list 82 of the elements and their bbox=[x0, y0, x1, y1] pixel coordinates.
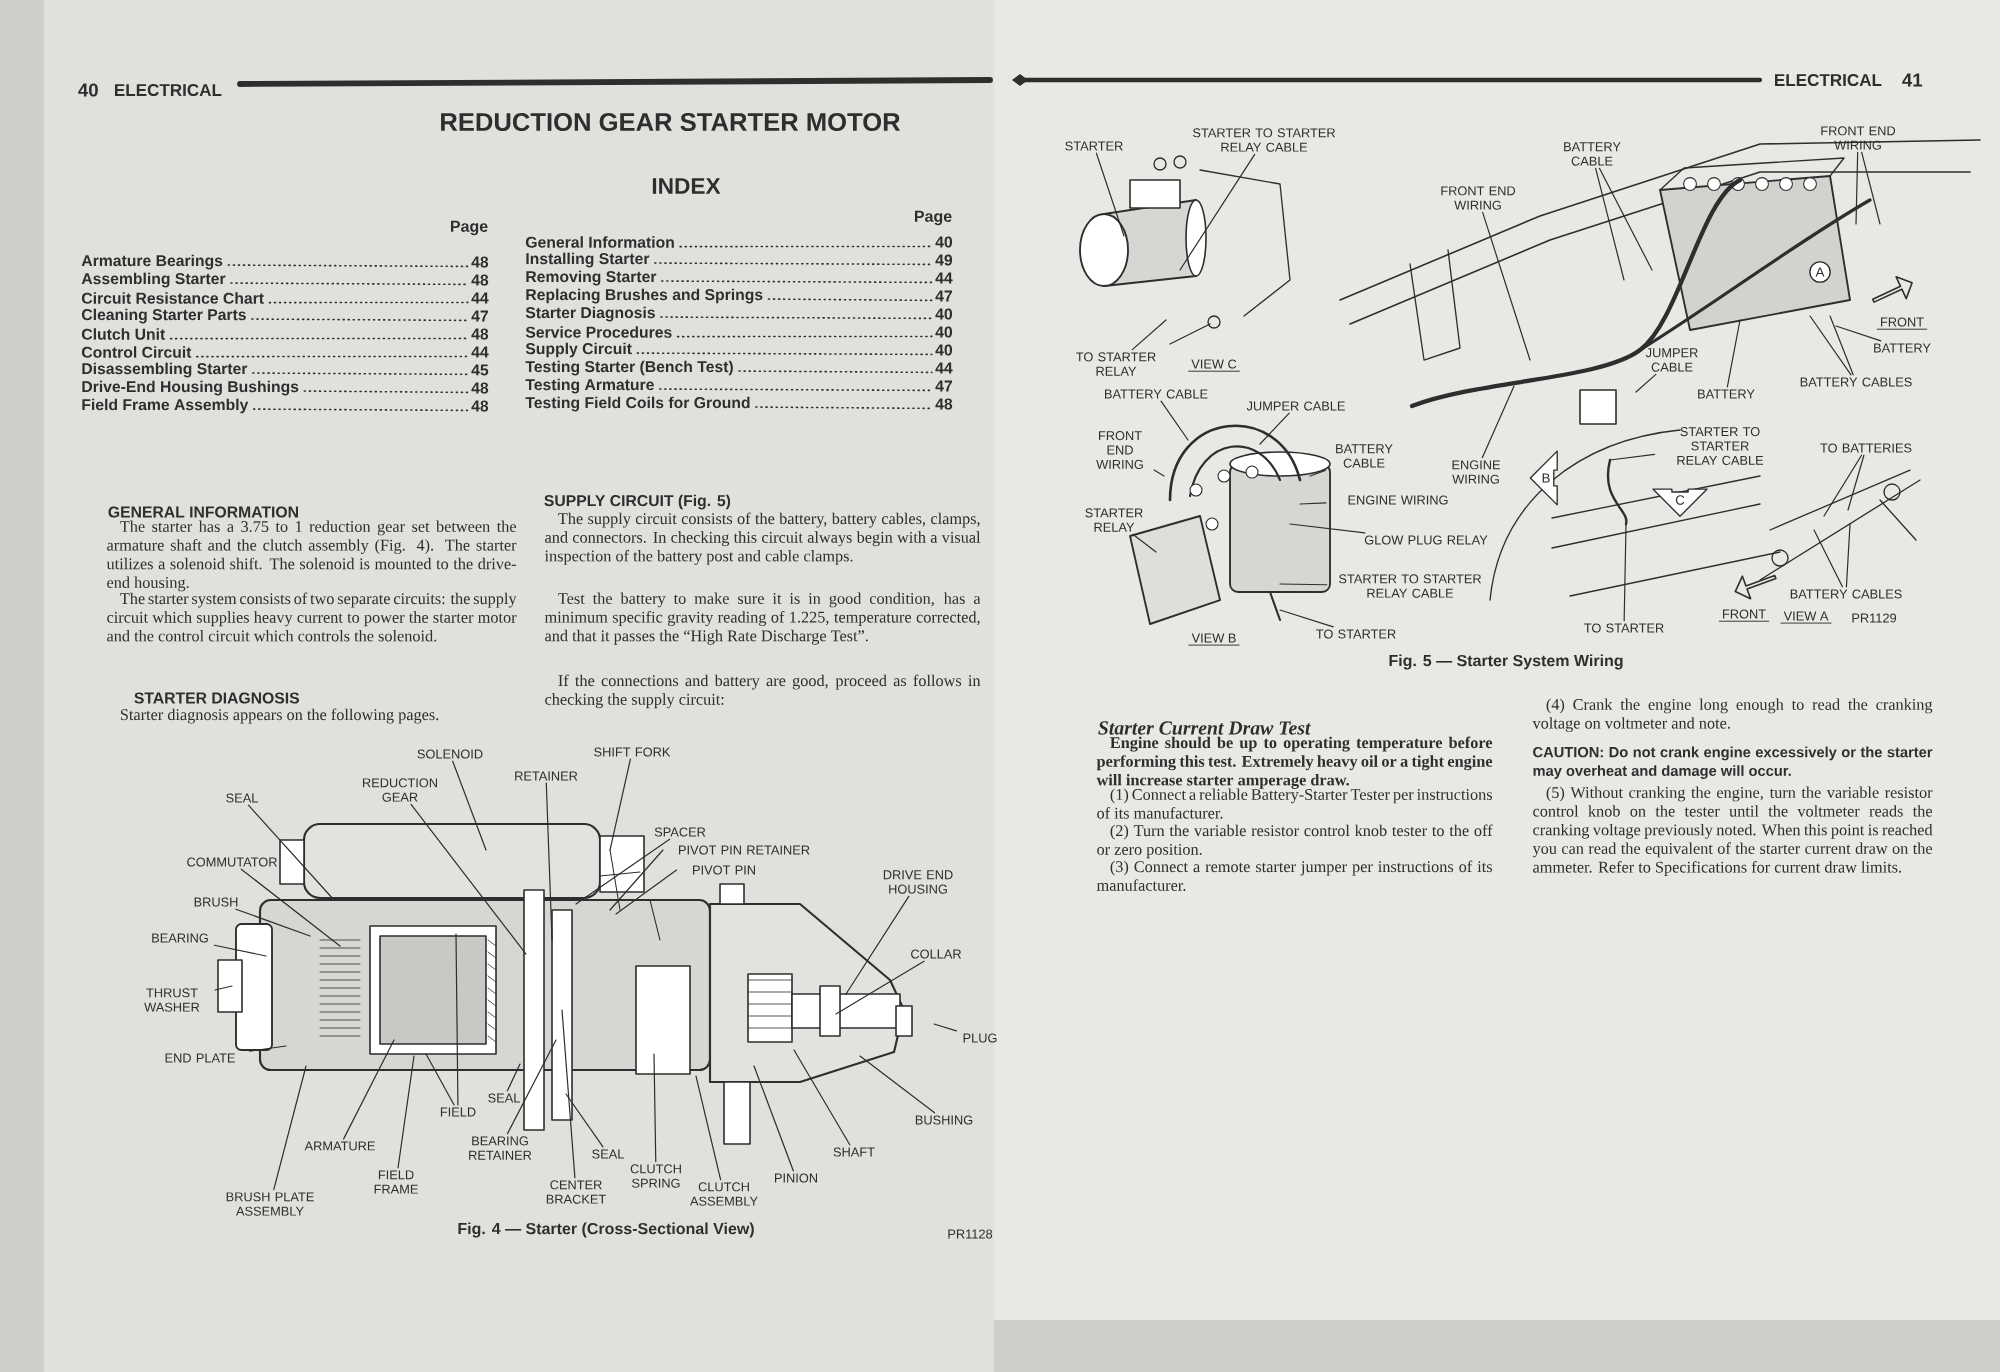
leader-line bbox=[1153, 469, 1165, 477]
paragraph: The supply circuit consists of the battery, battery cables, clamps, and connectors. In checking this circuit always begin with a visual inspection of the battery post and cable clamps. bbox=[544, 512, 981, 565]
leader-line bbox=[1823, 454, 1863, 517]
leader-line bbox=[793, 1049, 851, 1146]
leader-line bbox=[397, 1055, 415, 1169]
leader-line bbox=[609, 849, 664, 911]
paragraph: (5) Without cranking the engine, turn the variable resistor control knob on the tester until the voltmeter reads the cranking voltage previously noted. When this point is reached you can read the equivalent of the starter current draw on the ammeter. Refer to Specifications for current draw limits. bbox=[1532, 786, 1933, 876]
leader-line bbox=[1813, 529, 1843, 588]
figure-caption: Fig. 4 — Starter (Cross-Sectional View) bbox=[458, 1222, 754, 1238]
leader-line bbox=[1635, 373, 1657, 393]
leader-line bbox=[452, 760, 487, 851]
leader-line bbox=[1847, 454, 1865, 511]
leader-line bbox=[247, 804, 335, 901]
column-heading: Page bbox=[451, 220, 488, 236]
paragraph: The starter has a 3.75 to 1 reduction gear set between the armature shaft and the clutch assembly (Fig. 4). The starter utilizes a solenoid shift. The solenoid is mounted to the drive-end housing. bbox=[106, 520, 517, 592]
leader-line bbox=[455, 933, 459, 1106]
paragraph: (2) Turn the variable resistor control knob tester to the off or zero position. bbox=[1097, 824, 1493, 859]
leader-line bbox=[933, 1023, 957, 1032]
leader-line bbox=[565, 1093, 604, 1148]
leader-line bbox=[1595, 167, 1625, 281]
section-heading: Starter Current Draw Test bbox=[1098, 721, 1311, 735]
leader-line bbox=[753, 1065, 794, 1172]
leader-line bbox=[545, 782, 553, 941]
index-heading: INDEX bbox=[652, 178, 721, 194]
leader-line bbox=[1726, 319, 1741, 388]
page-title: REDUCTION GEAR STARTER MOTOR bbox=[441, 112, 901, 132]
section-header: ELECTRICAL bbox=[1775, 73, 1882, 87]
leader-line bbox=[1809, 315, 1852, 376]
leader-line bbox=[273, 1065, 307, 1191]
leader-line bbox=[1132, 533, 1157, 553]
leader-line bbox=[845, 895, 910, 995]
paragraph: (3) Connect a remote starter jumper per instructions of its manufacturer. bbox=[1096, 860, 1492, 891]
leader-line bbox=[609, 758, 631, 851]
leader-line bbox=[1609, 453, 1656, 461]
leader-line bbox=[1160, 400, 1189, 441]
page-number: 40 bbox=[78, 83, 98, 97]
leader-line bbox=[240, 868, 341, 947]
paragraph: Starter diagnosis appears on the following pages. bbox=[120, 708, 439, 724]
leader-line bbox=[653, 1053, 657, 1163]
leader-line bbox=[1835, 325, 1882, 342]
leader-line bbox=[1279, 609, 1334, 628]
leader-line bbox=[1481, 385, 1515, 459]
leader-line bbox=[235, 908, 311, 937]
leader-line bbox=[1309, 469, 1326, 477]
leader-line bbox=[1299, 502, 1327, 505]
leader-line bbox=[506, 1063, 521, 1092]
leader-line bbox=[1289, 523, 1366, 534]
leader-line bbox=[1095, 152, 1125, 237]
leader-line bbox=[214, 985, 233, 991]
leader-line bbox=[1131, 319, 1167, 351]
leader-line bbox=[1829, 315, 1854, 376]
leader-line bbox=[343, 1039, 395, 1140]
leader-line bbox=[1598, 167, 1653, 271]
leader-line bbox=[410, 803, 527, 955]
paragraph: The starter system consists of two separate circuits: the supply circuit which supplies heavy current to power the starter motor and the control circuit which controls the solenoid. bbox=[107, 592, 517, 642]
paragraph: Engine should be up to operating temperature before performing this test. Extremely heavy oil or a tight engine will increase starter amperage draw. bbox=[1096, 736, 1493, 789]
leader-line bbox=[506, 1039, 557, 1135]
column-heading: Page bbox=[915, 210, 952, 226]
paragraph: Test the battery to make sure it is in good condition, has a minimum specific gravity reading of 1.225, temperature corrected, and that it passes the “High Rate Discharge Test”. bbox=[544, 592, 981, 645]
leader-line bbox=[1623, 523, 1627, 622]
leader-line bbox=[561, 1009, 576, 1179]
leader-line bbox=[1279, 583, 1328, 586]
leader-line bbox=[1259, 412, 1290, 445]
leader-line bbox=[695, 1075, 722, 1181]
leader-line bbox=[575, 838, 671, 905]
leader-line bbox=[1861, 151, 1881, 225]
paragraph: (1) Connect a reliable Battery-Starter Tester per instructions of its manufacturer. bbox=[1097, 788, 1492, 819]
page-number: 41 bbox=[1902, 73, 1923, 87]
leader-line bbox=[1482, 211, 1531, 361]
leader-line bbox=[213, 944, 267, 957]
paragraph: If the connections and battery are good, proceed as follows in checking the supply circuit: bbox=[545, 674, 981, 709]
leader-line bbox=[859, 1055, 936, 1114]
leader-line bbox=[1855, 151, 1859, 225]
paragraph: (4) Crank the engine long enough to read the cranking voltage on voltmeter and note. bbox=[1532, 698, 1933, 732]
leader-line bbox=[249, 1045, 287, 1052]
leader-line bbox=[615, 869, 678, 915]
leader-line bbox=[1845, 523, 1851, 588]
leader-line bbox=[1179, 153, 1256, 271]
section-header: ELECTRICAL bbox=[115, 83, 222, 97]
figure-caption: Fig. 5 — Starter System Wiring bbox=[1389, 654, 1623, 670]
leader-line bbox=[425, 1053, 455, 1106]
leader-line bbox=[835, 960, 925, 1015]
